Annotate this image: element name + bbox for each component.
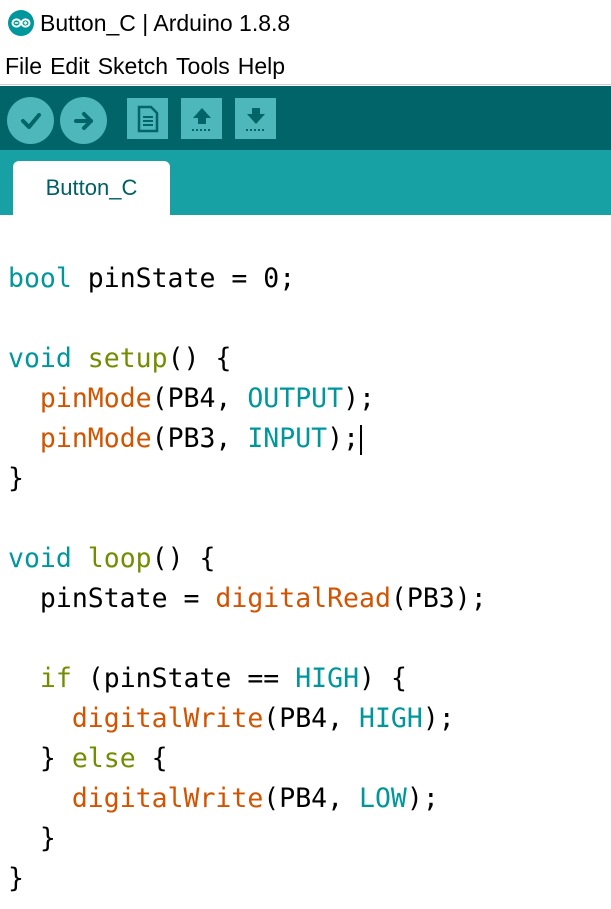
code-token: } <box>8 743 72 774</box>
code-token: else <box>71 743 136 774</box>
menu-edit[interactable]: Edit <box>50 52 90 79</box>
code-line: bool pinState = 0; <box>8 259 295 299</box>
menu-tools[interactable]: Tools <box>176 52 230 79</box>
code-token: bool <box>8 263 72 294</box>
code-token <box>8 703 72 734</box>
code-token: LOW <box>359 783 407 814</box>
code-line: pinMode(PB4, OUTPUT); <box>8 379 375 419</box>
code-token: pinMode <box>39 383 152 414</box>
menu-bar: File Edit Sketch Tools Help <box>0 48 611 85</box>
tab-button-c[interactable]: Button_C <box>13 161 170 215</box>
code-token: (PB3); <box>390 583 487 614</box>
code-token <box>8 383 40 414</box>
code-token: } <box>8 823 56 854</box>
code-token: HIGH <box>295 663 360 694</box>
arrow-right-icon <box>73 111 93 130</box>
code-token: ); <box>343 383 375 414</box>
code-line: } else { <box>8 739 168 779</box>
code-token: digitalWrite <box>71 703 264 734</box>
code-token: (PB4, <box>151 383 248 414</box>
code-token: digitalRead <box>215 583 391 614</box>
menu-file[interactable]: File <box>5 52 43 79</box>
code-token: void <box>8 543 72 574</box>
code-token: pinMode <box>39 423 152 454</box>
code-token <box>72 343 88 374</box>
title-bar: Button_C | Arduino 1.8.8 <box>0 0 611 46</box>
code-token: pinState = 0; <box>71 263 296 294</box>
code-token: (pinState == <box>71 663 296 694</box>
arduino-logo-icon <box>8 10 34 36</box>
text-cursor <box>360 424 363 455</box>
code-line: digitalWrite(PB4, HIGH); <box>8 699 455 739</box>
code-editor[interactable]: bool pinState = 0; void setup() { pinMod… <box>0 215 611 909</box>
open-button[interactable] <box>181 98 222 139</box>
tab-bar: Button_C <box>0 150 611 215</box>
code-line: pinMode(PB3, INPUT); <box>8 419 363 459</box>
arrow-up-icon <box>191 107 212 131</box>
code-token: (PB3, <box>151 423 248 454</box>
code-line: pinState = digitalRead(PB3); <box>8 579 487 619</box>
code-token: } <box>8 863 24 894</box>
code-line: digitalWrite(PB4, LOW); <box>8 779 439 819</box>
code-line: } <box>8 859 24 899</box>
code-token <box>8 783 72 814</box>
toolbar <box>0 86 611 150</box>
arrow-down-icon <box>245 107 266 131</box>
menu-help[interactable]: Help <box>237 52 286 79</box>
code-token: () { <box>167 343 232 374</box>
code-token: ); <box>327 423 360 454</box>
code-token: } <box>8 463 24 494</box>
code-token: void <box>8 343 72 374</box>
checkmark-icon <box>20 112 41 129</box>
upload-button[interactable] <box>60 97 107 144</box>
code-token: INPUT <box>247 423 328 454</box>
code-token <box>8 423 40 454</box>
code-line: } <box>8 459 24 499</box>
verify-button[interactable] <box>7 97 54 144</box>
save-button[interactable] <box>235 98 276 139</box>
code-line: } <box>8 819 56 859</box>
code-token <box>72 543 88 574</box>
code-token: HIGH <box>359 703 423 734</box>
menu-sketch[interactable]: Sketch <box>97 52 169 79</box>
code-token: (PB4, <box>263 783 360 814</box>
code-token: () { <box>151 543 216 574</box>
code-token: ); <box>422 703 455 734</box>
code-line: if (pinState == HIGH) { <box>8 659 407 699</box>
code-line: void setup() { <box>8 339 231 379</box>
code-token: if <box>39 663 72 694</box>
code-line: void loop() { <box>8 539 215 579</box>
code-token: loop <box>87 543 152 574</box>
new-sketch-button[interactable] <box>127 98 168 139</box>
code-token: (PB4, <box>263 703 360 734</box>
code-token: ); <box>406 783 439 814</box>
window-title: Button_C | Arduino 1.8.8 <box>40 9 291 36</box>
code-token: ) { <box>359 663 407 694</box>
new-file-icon <box>137 105 158 132</box>
code-token: OUTPUT <box>247 383 344 414</box>
code-token: digitalWrite <box>71 783 264 814</box>
code-token <box>8 663 40 694</box>
code-token: setup <box>87 343 168 374</box>
code-token: { <box>135 743 168 774</box>
code-token: pinState = <box>8 583 216 614</box>
